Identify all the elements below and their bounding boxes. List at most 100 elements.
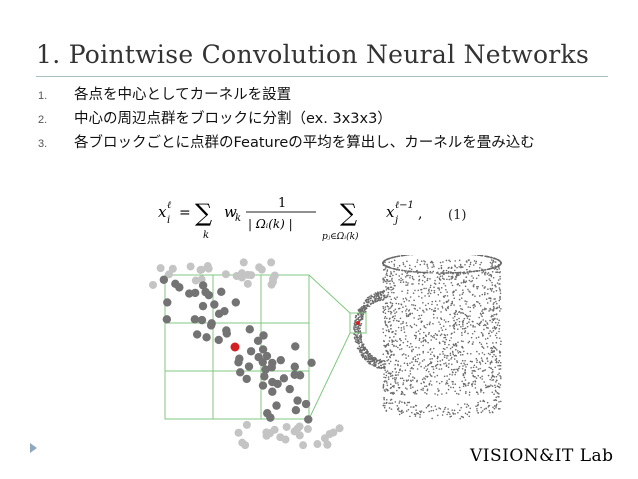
mug-point	[448, 378, 450, 381]
mug-point	[492, 345, 495, 348]
mug-point	[397, 364, 399, 367]
mug-point	[455, 348, 457, 351]
mug-point	[413, 299, 415, 302]
mug-point	[411, 326, 413, 329]
mug-point	[425, 369, 428, 372]
mug-point	[426, 270, 428, 272]
mug-point	[413, 323, 416, 326]
mug-point	[447, 366, 450, 369]
mug-point	[437, 390, 440, 392]
faded-point	[335, 424, 344, 433]
grid-point	[293, 396, 302, 405]
mug-point	[411, 312, 414, 315]
mug-point	[448, 363, 450, 365]
mug-point	[395, 374, 397, 377]
mug-point	[499, 292, 502, 295]
formula-numerator: 1	[278, 196, 286, 211]
mug-point	[495, 355, 497, 358]
mug-point	[398, 269, 400, 271]
mug-point	[445, 259, 448, 262]
mug-point	[387, 291, 390, 294]
mug-point	[424, 304, 427, 307]
mug-point	[395, 359, 398, 362]
mug-point	[485, 386, 487, 389]
mug-point	[477, 274, 480, 277]
mug-point	[452, 383, 454, 385]
grid-point	[291, 405, 301, 415]
mug-point	[386, 278, 388, 281]
mug-point	[458, 365, 461, 368]
faded-point	[290, 427, 299, 436]
mug-point	[391, 302, 394, 305]
mug-point	[393, 291, 395, 294]
mug-point	[489, 309, 491, 311]
mug-point	[391, 316, 394, 319]
mug-point	[484, 362, 487, 365]
mug-point	[437, 388, 439, 390]
formula-trailing-comma: ,	[418, 206, 422, 222]
mug-point	[435, 367, 438, 369]
mug-point	[368, 358, 370, 360]
mug-point	[382, 353, 385, 355]
mug-point	[363, 302, 366, 304]
mug-point	[457, 403, 459, 406]
mug-point	[499, 384, 502, 386]
mug-point	[474, 255, 477, 256]
mug-point	[495, 289, 498, 292]
formula-sum-1: ∑	[195, 199, 212, 227]
mug-point	[354, 321, 356, 323]
mug-point	[466, 413, 469, 416]
mug-point	[370, 294, 372, 297]
mug-point	[436, 363, 439, 366]
mug-point	[461, 353, 464, 356]
mug-point	[384, 363, 387, 365]
mug-point	[444, 354, 446, 357]
mug-point	[402, 263, 405, 266]
mug-point	[429, 321, 431, 323]
mug-point	[412, 376, 414, 378]
mug-point	[459, 294, 461, 296]
mug-point	[489, 300, 492, 302]
mug-point	[463, 279, 465, 281]
mug-point	[404, 265, 406, 268]
mug-point	[490, 297, 492, 300]
mug-point	[389, 360, 392, 363]
mug-point	[495, 405, 497, 407]
faded-point	[156, 264, 165, 273]
mug-point	[397, 307, 400, 310]
mug-point	[399, 377, 402, 380]
mug-point	[397, 268, 399, 271]
mug-point	[481, 375, 483, 378]
mug-point	[415, 409, 417, 411]
mug-point	[387, 258, 389, 260]
mug-point	[496, 336, 498, 339]
mug-point	[457, 341, 459, 344]
zoom-box	[349, 312, 367, 334]
mug-point	[469, 261, 472, 264]
mug-point	[398, 320, 400, 322]
mug-point	[479, 304, 482, 307]
mug-point	[454, 313, 456, 316]
mug-point	[433, 347, 435, 350]
list-number: 2.	[38, 114, 48, 126]
mug-point	[453, 328, 456, 330]
mug-point	[471, 372, 473, 374]
mug-point	[398, 410, 401, 413]
mug-point	[373, 362, 375, 364]
mug-point	[456, 361, 459, 364]
mug-point	[389, 324, 392, 327]
mug-point	[466, 322, 468, 325]
mug-point	[399, 369, 401, 372]
mug-point	[443, 356, 446, 359]
mug-point	[407, 408, 410, 411]
mug-point	[426, 277, 429, 280]
mug-point	[437, 287, 439, 289]
mug-point	[442, 270, 444, 273]
mug-point	[433, 282, 436, 285]
mug-point	[424, 391, 426, 394]
mug-point	[406, 284, 409, 286]
mug-point	[383, 398, 385, 401]
faded-point	[320, 434, 329, 443]
mug-point	[367, 299, 369, 301]
mug-point	[380, 294, 382, 297]
